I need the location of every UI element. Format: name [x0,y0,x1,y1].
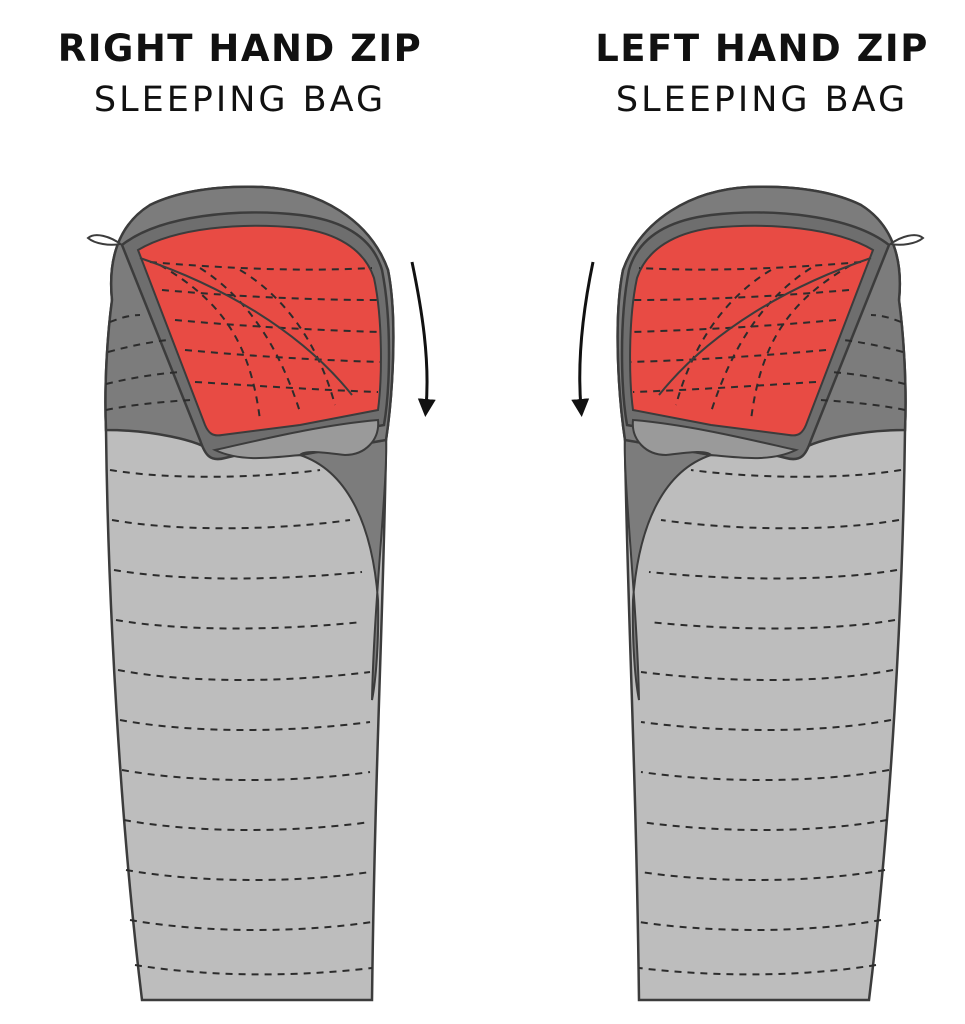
left-hand-zip-sleeping-bag [571,185,925,1002]
right-bag-zip-arrow [410,261,436,417]
right-bag-flap-fold [139,257,353,396]
right-bag-collar [211,418,380,460]
left-bag-zipper-pull [888,234,925,246]
right-hand-zip-sleeping-bag [86,185,436,1002]
left-hand-zip-subtitle: SLEEPING BAG [615,80,909,120]
right-bag-lining-quilting [149,261,381,421]
left-bag-zip-panel [623,438,712,701]
right-bag-zipper-pull [86,234,123,246]
right-bag-zip-panel [299,438,388,701]
left-bag-lining-quilting [630,261,862,421]
left-hand-zip-title: LEFT HAND ZIP [595,27,929,70]
right-hand-zip-caption: RIGHT HAND ZIP SLEEPING BAG [30,26,450,122]
right-bag-body-quilting [105,314,373,976]
right-hand-zip-subtitle: SLEEPING BAG [93,80,387,120]
left-hand-zip-caption: LEFT HAND ZIP SLEEPING BAG [552,26,965,122]
left-bag-collar [631,418,800,460]
right-hand-zip-title: RIGHT HAND ZIP [57,27,423,70]
left-bag-flap-fold [658,257,872,396]
left-bag-body-quilting [638,314,906,976]
left-bag-zip-arrow [571,261,595,417]
